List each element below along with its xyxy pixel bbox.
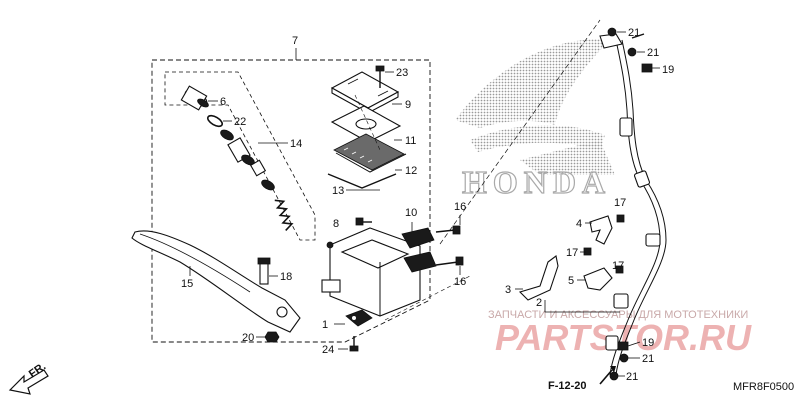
callout-19-upper: 19 xyxy=(662,64,674,76)
lever-pivot-bolt xyxy=(257,257,271,285)
seal-gasket xyxy=(327,173,397,189)
lower-washer-b xyxy=(609,371,619,381)
callout-11: 11 xyxy=(405,135,416,147)
callout-17-upper: 17 xyxy=(614,197,626,209)
callout-10: 10 xyxy=(405,207,417,219)
callout-14: 14 xyxy=(290,138,302,150)
bracket-holder xyxy=(401,227,437,273)
diaphragm xyxy=(333,133,407,173)
callout-21-a: 21 xyxy=(628,27,640,39)
hose-clamp-upper xyxy=(589,214,625,245)
reservoir-cap xyxy=(330,71,400,114)
switch-screw xyxy=(355,217,372,226)
callout-21-c: 21 xyxy=(642,353,654,365)
callout-19-lower: 19 xyxy=(642,337,654,349)
diagram-code: MFR8F0500 xyxy=(733,381,794,393)
diaphragm-plate xyxy=(330,105,402,143)
reference-label: F-12-20 xyxy=(548,380,587,392)
assembly-outline xyxy=(151,59,431,343)
callout-12: 12 xyxy=(405,165,417,177)
holder-bolt-upper xyxy=(435,225,461,235)
hose-bracket xyxy=(518,255,559,301)
brake-hose xyxy=(605,39,667,376)
boot-part xyxy=(180,85,209,111)
piston-part xyxy=(220,129,275,191)
piston-kit-outline xyxy=(164,71,316,241)
holder-bolt-lower xyxy=(435,256,464,266)
switch-mount-screw xyxy=(349,336,359,352)
callout-18: 18 xyxy=(280,271,292,283)
callout-16-upper: 16 xyxy=(454,201,466,213)
callout-5: 5 xyxy=(568,275,574,287)
spring-part xyxy=(274,199,294,231)
pivot-nut xyxy=(264,331,280,343)
circlip-part xyxy=(206,114,224,128)
callout-21-b: 21 xyxy=(647,47,659,59)
clamp-bolt xyxy=(583,247,592,256)
callout-21-d: 21 xyxy=(626,371,638,383)
callout-15: 15 xyxy=(181,278,193,290)
cap-screw xyxy=(375,65,385,88)
callout-4: 4 xyxy=(576,218,582,230)
callout-20: 20 xyxy=(242,332,254,344)
lower-oil-bolt xyxy=(617,341,629,351)
callout-2: 2 xyxy=(536,297,542,309)
callout-3: 3 xyxy=(505,284,511,296)
honda-wing-watermark xyxy=(455,39,615,175)
reference-arrow xyxy=(599,366,616,385)
callout-17-lower: 17 xyxy=(612,260,624,272)
hose-clamp-lower xyxy=(583,265,624,291)
honda-logo-text: HONDA xyxy=(462,164,611,200)
lower-washer-a xyxy=(619,353,629,363)
callout-8: 8 xyxy=(333,218,339,230)
callout-23: 23 xyxy=(396,67,408,79)
callout-1: 1 xyxy=(322,319,328,331)
callout-9: 9 xyxy=(405,99,411,111)
shop-brand-text: PARTSTOR.RU xyxy=(495,317,752,358)
callout-13: 13 xyxy=(332,185,344,197)
callout-7: 7 xyxy=(292,35,298,47)
callout-6: 6 xyxy=(220,96,226,108)
front-direction-arrow xyxy=(8,369,49,395)
upper-washer-a xyxy=(607,27,617,37)
callout-24: 24 xyxy=(322,344,334,356)
hose-reference-line xyxy=(439,19,601,245)
callout-22: 22 xyxy=(234,116,246,128)
callout-17-middle: 17 xyxy=(566,247,578,259)
master-cylinder-body xyxy=(321,227,421,317)
upper-oil-bolt xyxy=(641,63,653,73)
brake-lever xyxy=(131,230,301,333)
callout-16-lower: 16 xyxy=(454,276,466,288)
upper-washer-b xyxy=(627,47,637,57)
brake-switch xyxy=(345,309,373,327)
